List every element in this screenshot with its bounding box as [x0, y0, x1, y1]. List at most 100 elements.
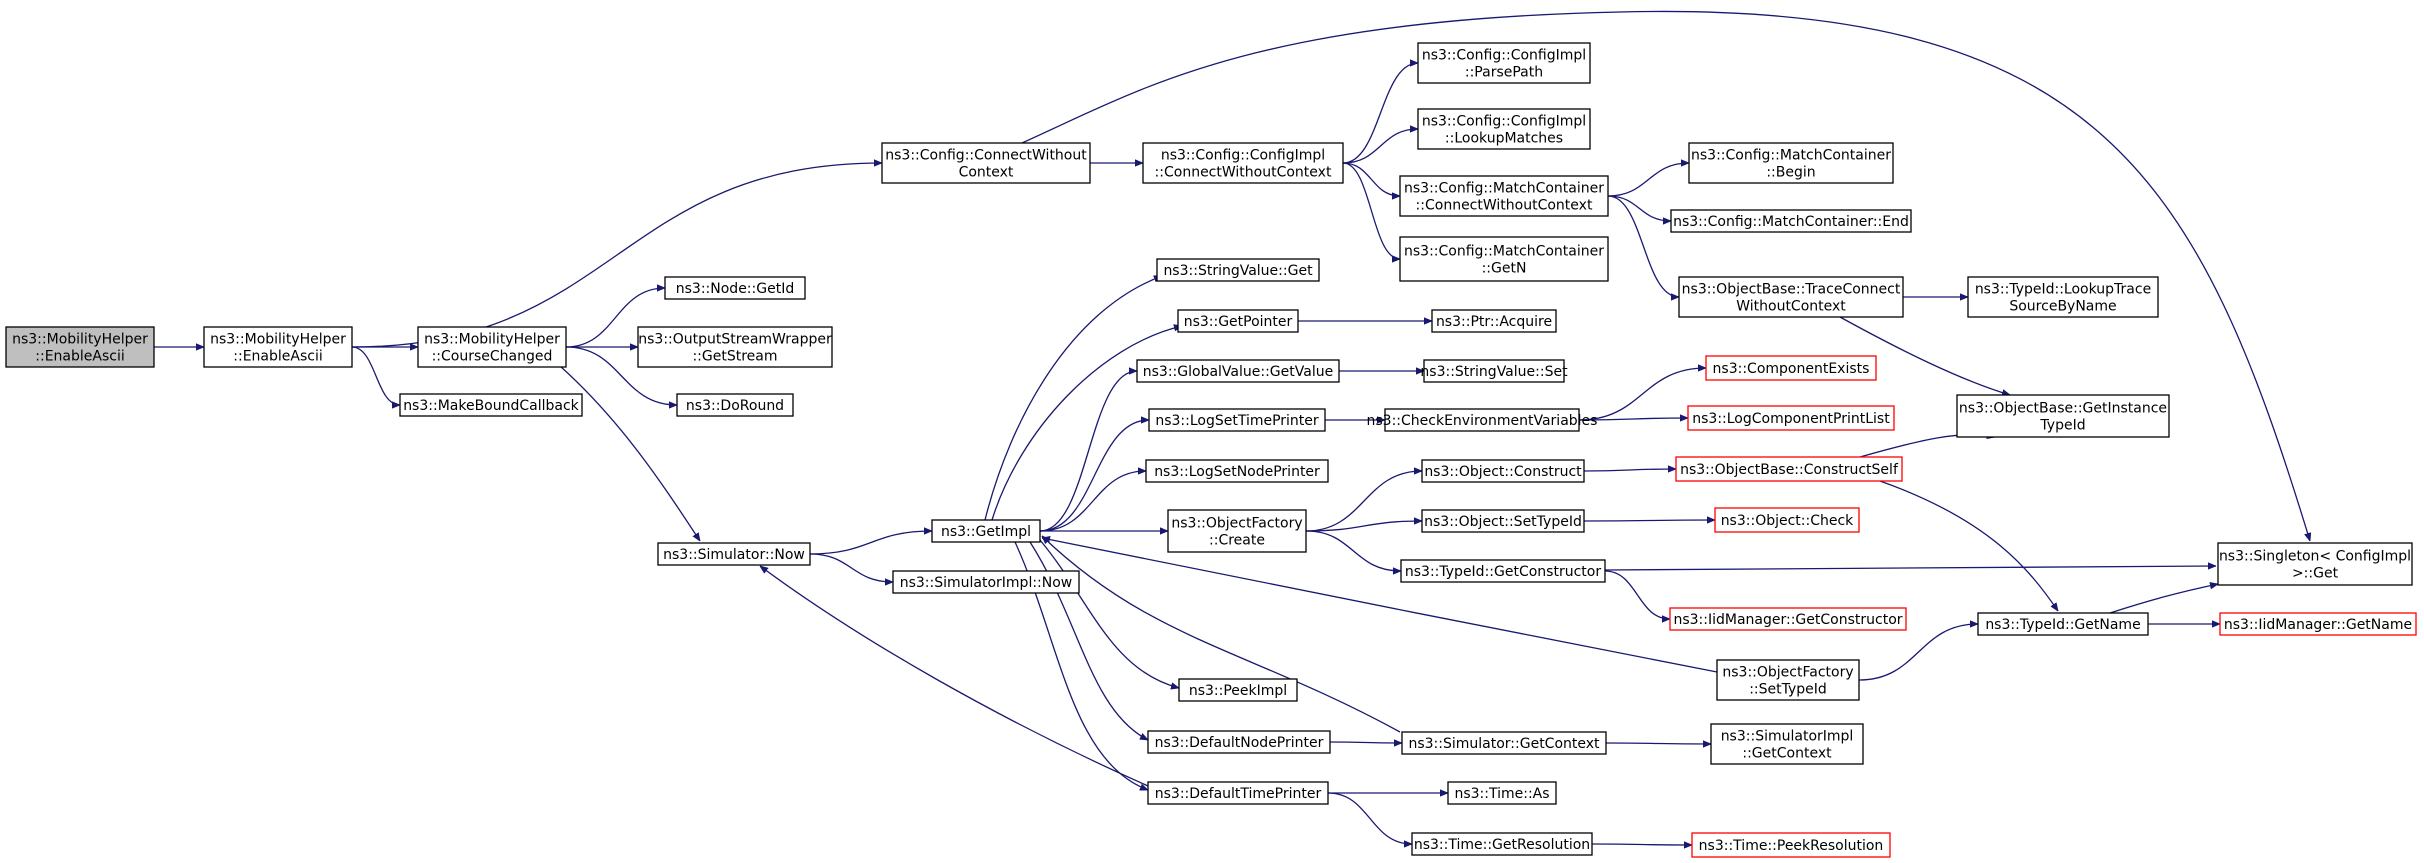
node-logsetnodeprinter[interactable]: ns3::LogSetNodePrinter [1145, 459, 1329, 483]
node-simulator-now[interactable]: ns3::Simulator::Now [657, 542, 811, 566]
node-configimpl-parsepath[interactable]: ns3::Config::ConfigImpl::ParsePath [1417, 42, 1591, 84]
edge-defaulttimeprinter-to-simulator_now [760, 566, 1149, 787]
node-label: ::ConnectWithoutContext [1155, 165, 1332, 181]
edge-mc_connectwithout-to-mc_end [1607, 195, 1671, 221]
node-time-peekresolution[interactable]: ns3::Time::PeekResolution [1691, 832, 1891, 858]
node-label: ns3::Config::MatchContainer::End [1673, 214, 1909, 230]
node-label: ns3::IidManager::GetConstructor [1673, 612, 1902, 628]
node-of-settypeid[interactable]: ns3::ObjectFactory::SetTypeId [1716, 659, 1860, 701]
node-mc-getn[interactable]: ns3::Config::MatchContainer::GetN [1399, 236, 1609, 282]
node-label: ::ParsePath [1465, 65, 1543, 81]
node-doround[interactable]: ns3::DoRound [676, 393, 794, 417]
node-defaulttimeprinter[interactable]: ns3::DefaultTimePrinter [1147, 781, 1329, 805]
node-object-check[interactable]: ns3::Object::Check [1714, 507, 1860, 533]
node-mc-begin[interactable]: ns3::Config::MatchContainer::Begin [1688, 142, 1894, 184]
node-getpointer[interactable]: ns3::GetPointer [1177, 309, 1299, 333]
edge-path [1583, 469, 1676, 471]
edge-mh_enableascii-to-makeboundcallback [351, 346, 401, 405]
edge-path [1604, 570, 1670, 619]
node-box [931, 519, 1041, 543]
edge-checkenvvars-to-componentexists [1578, 368, 1706, 421]
node-gv-getvalue[interactable]: ns3::GlobalValue::GetValue [1136, 359, 1340, 383]
node-mh-enableascii[interactable]: ns3::MobilityHelper::EnableAscii [203, 326, 353, 368]
node-box [1710, 723, 1864, 765]
node-label: ns3::Config::MatchContainer [1404, 181, 1604, 197]
node-typeid-getname[interactable]: ns3::TypeId::GetName [1977, 612, 2149, 636]
node-mc-end[interactable]: ns3::Config::MatchContainer::End [1670, 209, 1912, 233]
edge-typeid_getconstructor-to-singleton_get [1604, 566, 2216, 571]
node-mh-coursechanged[interactable]: ns3::MobilityHelper::CourseChanged [417, 326, 567, 368]
node-box [1177, 309, 1299, 333]
node-label: ns3::DefaultTimePrinter [1155, 786, 1322, 802]
edge-path [2109, 584, 2218, 614]
node-label: ns3::ObjectFactory [1722, 665, 1853, 681]
node-box [1156, 258, 1320, 282]
node-config-connectwithout[interactable]: ns3::Config::ConnectWithoutContext [881, 142, 1091, 184]
node-mh-enableascii-root[interactable]: ns3::MobilityHelper::EnableAscii [5, 326, 155, 368]
node-label: ns3::Ptr::Acquire [1436, 314, 1552, 330]
node-ob-constructself[interactable]: ns3::ObjectBase::ConstructSelf [1675, 456, 1903, 482]
node-defaultnodeprinter[interactable]: ns3::DefaultNodePrinter [1147, 730, 1331, 754]
node-makeboundcallback[interactable]: ns3::MakeBoundCallback [399, 393, 583, 417]
edge-time_getresolution-to-time_peekresolution [1591, 844, 1692, 845]
node-label: ns3::SimulatorImpl [1721, 729, 1854, 745]
node-label: ns3::ObjectBase::TraceConnect [1682, 282, 1901, 298]
edge-path [1591, 844, 1692, 845]
node-object-settypeid[interactable]: ns3::Object::SetTypeId [1421, 509, 1585, 533]
node-osw-getstream[interactable]: ns3::OutputStreamWrapper::GetStream [637, 326, 833, 368]
node-label: ns3::StringValue::Get [1163, 263, 1313, 279]
node-mc-connectwithout[interactable]: ns3::Config::MatchContainer::ConnectWith… [1399, 175, 1609, 217]
node-box [1178, 678, 1298, 702]
node-box [1411, 832, 1593, 856]
edge-path [1042, 538, 1718, 673]
node-ob-traceconnect[interactable]: ns3::ObjectBase::TraceConnectWithoutCont… [1678, 276, 1904, 318]
edge-getimpl-to-logsettimeprinter [1039, 420, 1149, 532]
node-simulator-getcontext[interactable]: ns3::Simulator::GetContext [1401, 731, 1607, 755]
node-logsettimeprinter[interactable]: ns3::LogSetTimePrinter [1148, 408, 1326, 432]
node-node-getid[interactable]: ns3::Node::GetId [664, 276, 806, 300]
node-singleton-get[interactable]: ns3::Singleton< ConfigImpl >::Get [2217, 542, 2413, 586]
node-stringvalue-set[interactable]: ns3::StringValue::Set [1420, 359, 1568, 383]
node-object-construct[interactable]: ns3::Object::Construct [1421, 459, 1585, 483]
node-peekimpl[interactable]: ns3::PeekImpl [1178, 678, 1298, 702]
node-box [1142, 142, 1344, 184]
node-checkenvvars[interactable]: ns3::CheckEnvironmentVariables [1367, 408, 1598, 432]
node-box [1705, 355, 1877, 381]
node-componentexists[interactable]: ns3::ComponentExists [1705, 355, 1877, 381]
node-iidm-getconstructor[interactable]: ns3::IidManager::GetConstructor [1669, 607, 1907, 631]
node-configimpl-lookupmatches[interactable]: ns3::Config::ConfigImpl::LookupMatches [1417, 108, 1591, 150]
edge-simulator_now-to-getimpl [809, 531, 932, 555]
node-box [1716, 659, 1860, 701]
node-box [417, 326, 567, 368]
node-box [1687, 405, 1895, 431]
node-ptr-acquire[interactable]: ns3::Ptr::Acquire [1431, 309, 1557, 333]
edge-path [1342, 129, 1418, 164]
node-box [1688, 142, 1894, 184]
node-time-getresolution[interactable]: ns3::Time::GetResolution [1411, 832, 1593, 856]
node-configimpl-connectwithout[interactable]: ns3::Config::ConfigImpl::ConnectWithoutC… [1142, 142, 1344, 184]
node-label: ns3::MobilityHelper [210, 332, 346, 348]
node-logcomponentprintlist[interactable]: ns3::LogComponentPrintList [1687, 405, 1895, 431]
edge-configimpl_connectwithout-to-configimpl_lookupmatches [1342, 129, 1418, 164]
node-label: ns3::LogSetNodePrinter [1154, 464, 1320, 480]
node-label: ns3::GetPointer [1184, 314, 1293, 330]
node-label: ns3::Time::PeekResolution [1699, 838, 1884, 854]
node-typeid-getconstructor[interactable]: ns3::TypeId::GetConstructor [1400, 559, 1606, 583]
node-simimpl-now[interactable]: ns3::SimulatorImpl::Now [892, 570, 1080, 594]
node-of-create[interactable]: ns3::ObjectFactory::Create [1167, 509, 1307, 553]
node-label: ns3::ComponentExists [1713, 361, 1870, 377]
node-simimpl-getcontext[interactable]: ns3::SimulatorImpl::GetContext [1710, 723, 1864, 765]
edge-path [1578, 368, 1706, 421]
node-time-as[interactable]: ns3::Time::As [1447, 781, 1557, 805]
node-stringvalue-get[interactable]: ns3::StringValue::Get [1156, 258, 1320, 282]
node-getimpl[interactable]: ns3::GetImpl [931, 519, 1041, 543]
edge-path [351, 346, 401, 405]
node-box [1167, 509, 1307, 553]
node-box [1421, 509, 1585, 533]
edge-path [1305, 521, 1422, 532]
node-label: ns3::Config::ConnectWithout [885, 148, 1087, 164]
edge-getimpl-to-getpointer [991, 326, 1182, 521]
node-iidm-getname[interactable]: ns3::IidManager::GetName [2219, 612, 2417, 636]
